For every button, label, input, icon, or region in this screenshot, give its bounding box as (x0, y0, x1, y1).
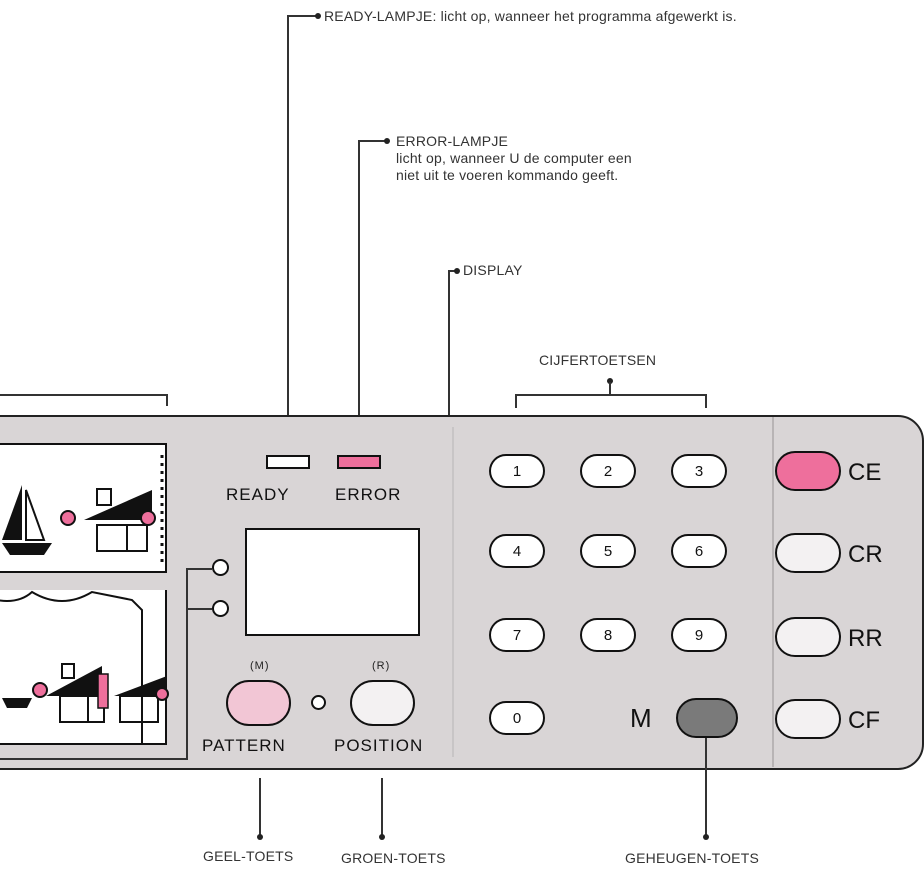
card-bottom-illustration (0, 590, 169, 745)
error-leader-line (358, 140, 360, 455)
cf-button[interactable] (775, 699, 841, 739)
green-leader-line (381, 778, 383, 836)
digit-key-1[interactable]: 1 (489, 454, 545, 488)
left-bracket-top-tick (166, 394, 168, 406)
digits-bracket (515, 394, 707, 396)
display-leader-dot (454, 268, 460, 274)
digits-bracket-left (515, 394, 517, 408)
yellow-leader-dot (257, 834, 263, 840)
pattern-label: PATTERN (202, 736, 286, 756)
card-top-illustration (0, 445, 169, 575)
digit-key-4[interactable]: 4 (489, 534, 545, 568)
digit-key-8[interactable]: 8 (580, 618, 636, 652)
house-icon (84, 489, 155, 551)
ready-leader-line-h (287, 15, 317, 17)
ready-callout: READY-LAMPJE: licht op, wanneer het prog… (324, 8, 737, 25)
error-label: ERROR (335, 485, 401, 505)
green-leader-dot (379, 834, 385, 840)
error-callout-line2: niet uit te voeren kommando geeft. (396, 167, 618, 184)
digit-key-0[interactable]: 0 (489, 701, 545, 735)
digits-bracket-stem (609, 382, 611, 394)
digit-key-2[interactable]: 2 (580, 454, 636, 488)
digit-key-3[interactable]: 3 (671, 454, 727, 488)
pattern-m-label: (M) (250, 660, 270, 672)
error-leader-line-h (358, 140, 386, 142)
memory-leader-line (705, 738, 707, 836)
cf-label: CF (848, 707, 880, 735)
digit-key-6[interactable]: 6 (671, 534, 727, 568)
error-callout-line1: licht op, wanneer U de computer een (396, 150, 632, 167)
indicator-ring-2 (212, 600, 229, 617)
rr-label: RR (848, 625, 883, 653)
pattern-button[interactable] (226, 680, 291, 726)
sailboat-icon (2, 485, 75, 555)
pattern-card-bottom (0, 590, 167, 745)
left-bracket-vertical (186, 568, 188, 760)
green-key-callout: GROEN-TOETS (341, 850, 446, 867)
position-label: POSITION (334, 736, 423, 756)
panel-divider (772, 417, 774, 767)
display-screen (245, 528, 420, 636)
memory-label: M (630, 703, 652, 734)
memory-leader-dot (703, 834, 709, 840)
digits-callout: CIJFERTOETSEN (539, 352, 656, 369)
digits-bracket-right (705, 394, 707, 408)
digit-key-7[interactable]: 7 (489, 618, 545, 652)
sailboat-icon (2, 683, 47, 708)
left-bracket-top (0, 394, 168, 396)
digit-key-9[interactable]: 9 (671, 618, 727, 652)
cr-label: CR (848, 541, 883, 569)
rr-button[interactable] (775, 617, 841, 657)
ce-button[interactable] (775, 451, 841, 491)
memory-button[interactable] (676, 698, 738, 738)
error-lamp (337, 455, 381, 469)
ready-leader-line (287, 15, 289, 455)
yellow-key-callout: GEEL-TOETS (203, 848, 293, 865)
ready-lamp (266, 455, 310, 469)
digit-key-5[interactable]: 5 (580, 534, 636, 568)
cr-button[interactable] (775, 533, 841, 573)
pattern-card-top (0, 443, 167, 573)
left-bracket-bottom-line (0, 758, 188, 760)
left-bracket-mid-line (186, 608, 212, 610)
yellow-leader-line (259, 778, 261, 836)
left-bracket-top-line (186, 568, 212, 570)
memory-key-callout: GEHEUGEN-TOETS (625, 850, 759, 867)
position-r-label: (R) (372, 660, 390, 672)
position-button[interactable] (350, 680, 415, 726)
display-callout: DISPLAY (463, 262, 523, 279)
ready-leader-dot (315, 13, 321, 19)
indicator-ring-1 (212, 559, 229, 576)
error-leader-dot (384, 138, 390, 144)
ce-label: CE (848, 459, 881, 487)
pattern-position-indicator (311, 695, 326, 710)
error-callout-title: ERROR-LAMPJE (396, 133, 508, 150)
ready-label: READY (226, 485, 290, 505)
house-icon (46, 664, 108, 722)
